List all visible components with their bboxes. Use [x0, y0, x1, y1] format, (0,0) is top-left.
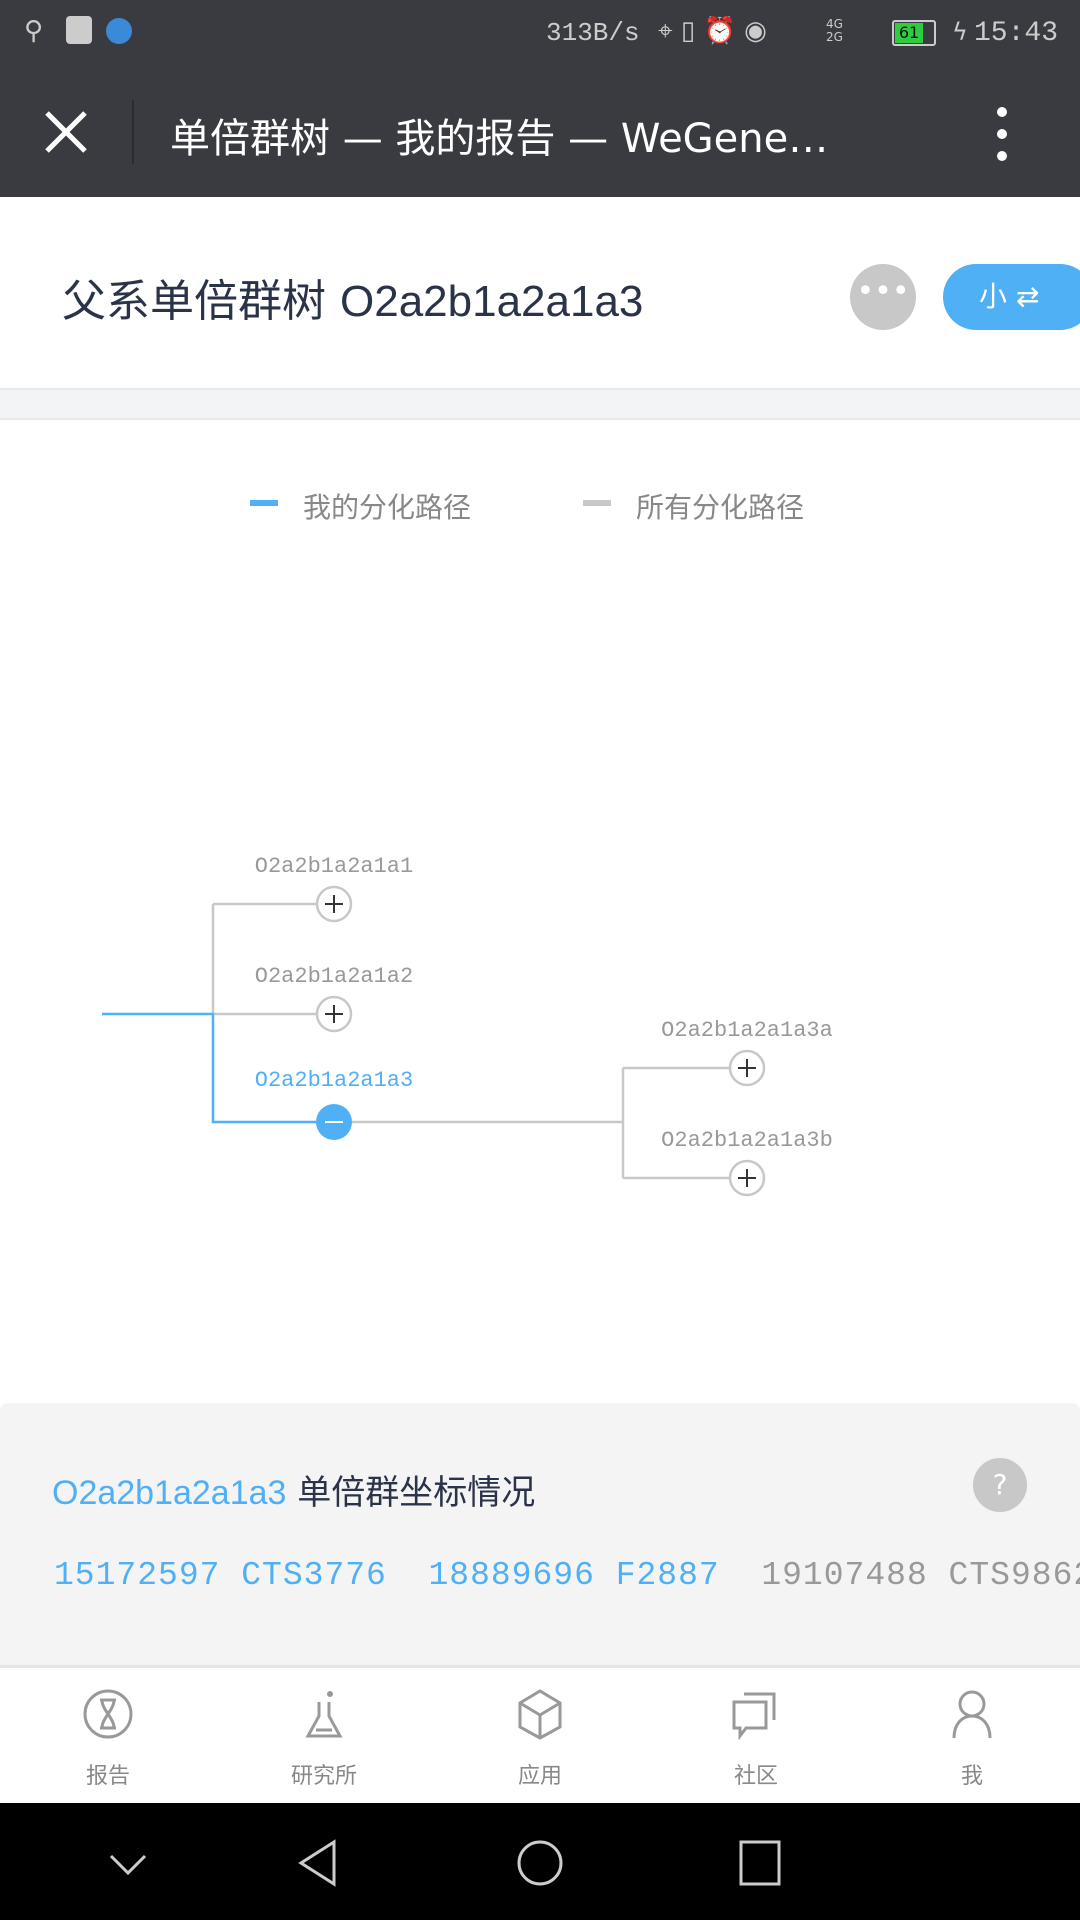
node-a3[interactable]	[316, 1104, 352, 1140]
app-bar: 单倍群树 — 我的报告 — WeGene…	[0, 66, 1080, 197]
location-vibrate-alarm-eye-icons: ⌖ ▯ ⏰ ◉	[658, 16, 767, 46]
help-button[interactable]: ?	[973, 1458, 1027, 1512]
node-label-selected[interactable]: O2a2b1a2a1a3	[254, 1068, 414, 1093]
wegene-app-icon	[106, 18, 132, 44]
system-nav-bar	[0, 1803, 1080, 1920]
node-a3b[interactable]	[728, 1159, 766, 1197]
recents-icon[interactable]	[738, 1839, 782, 1887]
haplogroup-tree	[102, 885, 766, 1197]
legend-mine-swatch	[250, 500, 278, 506]
tree-title: 父系单倍群树 O2a2b1a2a1a3	[62, 276, 644, 327]
more-vert-icon[interactable]	[990, 104, 1014, 164]
node-label[interactable]: O2a2b1a2a1a2	[254, 964, 414, 989]
tab-report[interactable]: 报告	[0, 1668, 216, 1803]
person-icon	[952, 1690, 992, 1739]
node-label[interactable]: O2a2b1a2a1a3a	[661, 1018, 833, 1043]
tree-branch-mine	[102, 1012, 334, 1124]
legend-mine: 我的分化路径	[303, 491, 472, 524]
signal-icon: 4G 2G	[826, 17, 843, 44]
charging-icon: ϟ	[952, 18, 968, 46]
swap-icon: ⇄	[1015, 280, 1040, 313]
node-label[interactable]: O2a2b1a2a1a3b	[661, 1128, 833, 1153]
marker-list: 15172597 CTS3776 18889696 F2887 19107488…	[54, 1557, 1080, 1594]
back-icon[interactable]	[296, 1839, 340, 1887]
size-switch-button[interactable]: 小 ⇄	[943, 264, 1080, 330]
battery-icon: 61	[895, 23, 923, 43]
node-a2[interactable]	[315, 995, 353, 1033]
tab-apps[interactable]: 应用	[432, 1668, 648, 1803]
status-bar: ⚲ 313B/s ⌖ ▯ ⏰ ◉ 4G 2G 61 ϟ 15:43	[0, 0, 1080, 66]
marker: 18889696 F2887	[428, 1557, 720, 1594]
usb-icon: ⚲	[24, 16, 44, 46]
tree-header: 父系单倍群树 O2a2b1a2a1a3 ••• 小 ⇄	[0, 197, 1080, 388]
bottom-tab-bar: 报告 研究所 应用 社区 我	[0, 1668, 1080, 1803]
clock: 15:43	[974, 18, 1059, 49]
page-title: 单倍群树 — 我的报告 — WeGene…	[170, 116, 829, 162]
node-label[interactable]: O2a2b1a2a1a1	[254, 854, 414, 879]
notification-icon	[66, 16, 92, 44]
coordinates-panel: O2a2b1a2a1a3 单倍群坐标情况 ? 15172597 CTS3776 …	[0, 1403, 1080, 1668]
tab-lab[interactable]: 研究所	[216, 1668, 432, 1803]
network-speed: 313B/s	[546, 18, 640, 48]
node-a1[interactable]	[315, 885, 353, 923]
home-icon[interactable]	[516, 1839, 564, 1887]
tab-community[interactable]: 社区	[648, 1668, 864, 1803]
close-icon[interactable]	[44, 110, 88, 154]
tab-me[interactable]: 我	[864, 1668, 1080, 1803]
panel-title: O2a2b1a2a1a3 单倍群坐标情况	[52, 1473, 536, 1513]
cube-icon	[518, 1689, 562, 1740]
divider	[0, 388, 1080, 420]
flask-icon	[305, 1691, 343, 1738]
marker: 19107488 CTS9862	[761, 1557, 1080, 1594]
tree-branch-gray	[211, 902, 747, 1180]
dna-icon	[83, 1689, 133, 1739]
chevron-down-icon[interactable]	[108, 1853, 148, 1877]
legend-all: 所有分化路径	[636, 491, 805, 524]
legend-all-swatch	[583, 500, 611, 506]
more-button[interactable]: •••	[850, 264, 916, 330]
node-a3a[interactable]	[728, 1049, 766, 1087]
marker: 15172597 CTS3776	[54, 1557, 387, 1594]
chat-icon	[732, 1692, 776, 1740]
